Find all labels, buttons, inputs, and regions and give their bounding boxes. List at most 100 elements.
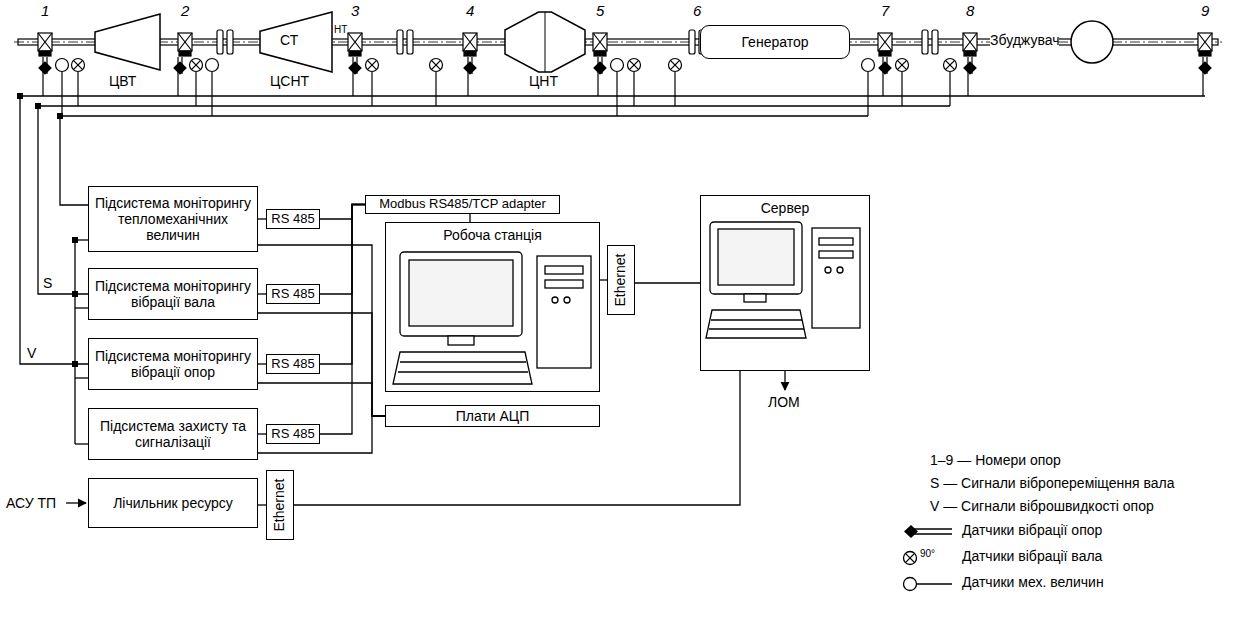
bearing-symbol [593,33,607,56]
signal-line [600,279,607,280]
turbine-cylinder: ЦНТ [505,12,585,72]
label-text: 1 [41,2,49,19]
turbine-cylinder: ЦВТ [95,14,160,70]
node-text: Підсистема моніторингу тепломеханічних в… [93,195,253,243]
node-text: Плати АЦП [456,408,530,424]
sensor-symbol [1199,57,1211,96]
source-label: АСУ ТП [6,494,56,512]
workstation-computer [393,252,591,384]
tie-wire [75,377,88,378]
signal-line [258,218,266,219]
node-text: Ethernet [613,254,628,307]
tie-wire [75,443,88,444]
bearing-symbol [878,33,892,56]
subsystem-box: Підсистема моніторингу вібрації опор [88,338,258,390]
bearing-symbol [178,33,192,56]
signal-line [258,416,385,453]
bearing-symbol [38,33,52,56]
bearing-number: 1 [41,2,49,20]
node-text: Генератор [741,34,808,50]
bearing-symbol [463,33,477,56]
legend-row: Датчики вібрації вала [962,548,1102,564]
sensor-symbol [964,57,976,96]
signal-line [320,205,365,220]
tie-bus [74,240,75,444]
signal-line [469,214,470,222]
network-label: ЛОМ [768,393,800,411]
junction-dots [17,93,78,367]
v-bus [20,96,1205,364]
workstation-box: Робоча станція [385,222,600,392]
legend-row: 1–9 — Номери опор [930,452,1061,468]
signal-line [258,504,266,505]
node-text: Збуджувач [990,33,1059,48]
legend-row: Датчики вібрації опор [962,522,1102,538]
signal-line [258,363,266,364]
sensor-symbol [430,59,443,107]
sensor-symbol [879,57,891,96]
node-text: RS 485 [271,212,314,227]
label-text: 7 [881,2,889,19]
sensor-symbol [669,59,682,107]
node-text: Modbus RS485/TCP adapter [379,197,546,212]
signal-line [320,205,365,435]
sensor-symbol [862,59,875,117]
label-text: 6 [693,2,701,19]
legend-row: Датчики мех. величин [962,574,1104,590]
sensor-symbol [464,57,476,96]
sensor-symbol [174,57,186,96]
signal-line [258,433,266,434]
interface-box: RS 485 [266,284,320,304]
server-box: Сервер [700,195,870,371]
label-text: 4 [466,2,474,19]
node-text: ЦВТ [109,74,136,89]
signal-line [258,383,385,416]
signal-line [320,205,365,365]
bearing-number: 2 [181,2,189,20]
node-text: Лічильник ресурсу [113,495,233,511]
signal-buses [20,96,1205,444]
legend-text: Датчики вібрації вала [962,548,1102,564]
sensor-symbol [39,57,51,96]
label-text: 5 [596,2,604,19]
node-text: СТ [280,33,298,48]
label-text: V [27,345,36,361]
legend-text: V — Сигнали віброшвидкості опор [930,498,1154,514]
node-outline [505,12,585,72]
signal-line [635,282,700,283]
legend-row: S — Сигнали вібропереміщення вала [930,475,1174,491]
bearing-number: 7 [881,2,889,20]
node-text: Підсистема моніторингу вібрації вала [93,278,253,310]
tie-wire [75,307,88,308]
bearing-number: 8 [966,2,974,20]
sensor-symbol [944,59,957,107]
legend-text: Датчики мех. величин [962,574,1104,590]
legend-row: V — Сигнали віброшвидкості опор [930,498,1154,514]
legend-text: 1–9 — Номери опор [930,452,1061,468]
sensor-symbol [206,59,219,117]
bearings-and-sensors [38,30,1212,116]
sensor-symbol [594,57,606,96]
node-text: Підсистема захисту та сигналізації [93,418,253,450]
signal-line [258,313,385,416]
ethernet-box: Ethernet [607,245,635,315]
bearing-number: 6 [693,2,701,20]
bearing-number: 9 [1201,2,1209,20]
adc-box: Плати АЦП [385,405,600,427]
subsystem-box: Підсистема моніторингу вібрації вала [88,268,258,320]
sensor-symbol [190,59,203,107]
label-text: 3 [351,2,359,19]
legend-text: S — Сигнали вібропереміщення вала [930,475,1174,491]
subsystem-box: Підсистема захисту та сигналізації [88,408,258,460]
signal-name: S [43,274,52,292]
coupling-symbol [217,30,233,54]
coupling-symbol [922,30,938,54]
bearing-symbol [348,33,362,56]
interface-box: RS 485 [266,354,320,374]
sensor-symbol [896,59,909,107]
label-text: 8 [966,2,974,19]
sensor-symbol [611,59,624,117]
counter-box: Лічильник ресурсу [88,478,258,528]
label-text: 9 [1201,2,1209,19]
node-text: Ethernet [272,479,287,532]
